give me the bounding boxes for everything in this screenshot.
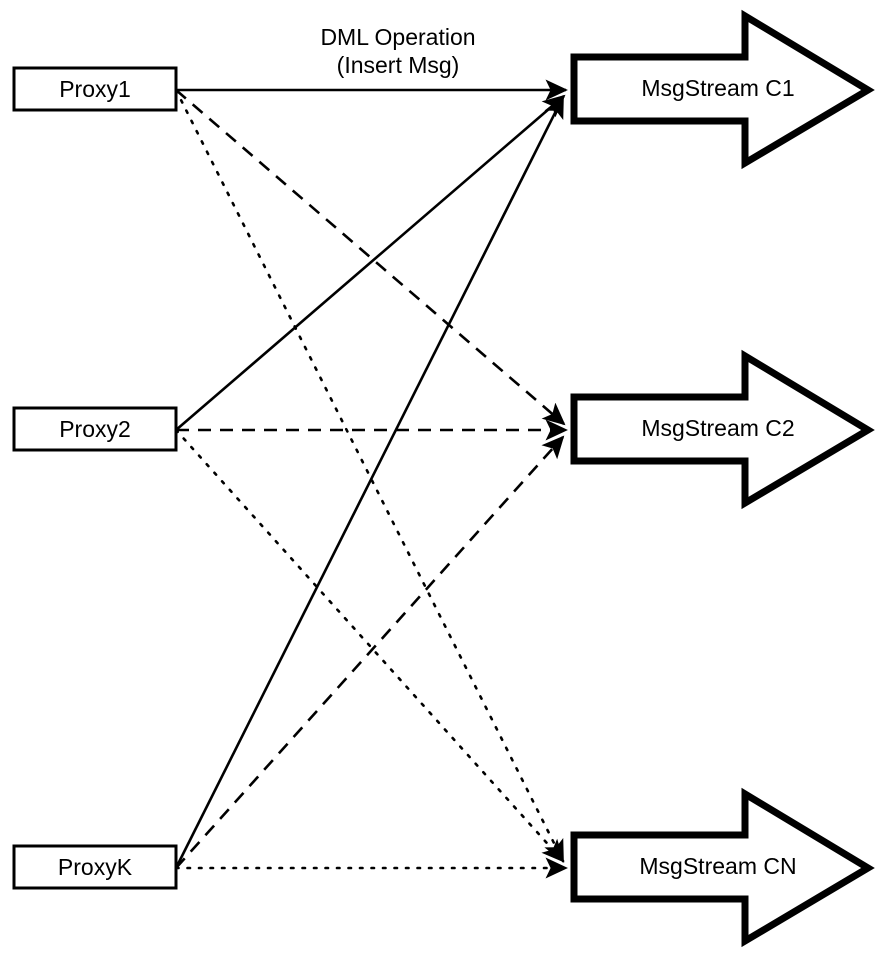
proxyk-box[interactable] (12, 844, 178, 890)
msgstream-cn-arrow-shape[interactable] (570, 787, 875, 948)
proxy1-label: Proxy1 (59, 76, 131, 102)
edge-label-line2: (Insert Msg) (337, 52, 460, 78)
node-proxyk[interactable]: ProxyK (12, 844, 178, 890)
connections-layer (174, 79, 568, 879)
proxy2-label: Proxy2 (59, 416, 131, 442)
node-msgstream-cn[interactable]: MsgStream CN (570, 787, 875, 948)
connection-proxy2-c1 (175, 94, 566, 431)
proxyk-label: ProxyK (58, 854, 133, 880)
proxy1-box[interactable] (12, 66, 178, 112)
msgstream-c2-label: MsgStream C2 (641, 415, 794, 441)
msgstream-c1-arrow-shape[interactable] (570, 9, 875, 170)
node-proxy2[interactable]: Proxy2 (12, 406, 178, 452)
msgstream-cn-label: MsgStream CN (639, 853, 796, 879)
node-msgstream-c2[interactable]: MsgStream C2 (570, 349, 875, 510)
connection-proxyk-c2 (175, 435, 565, 869)
edge-label-dml-operation: DML Operation (Insert Msg) (320, 24, 475, 78)
node-msgstream-c1[interactable]: MsgStream C1 (570, 9, 875, 170)
edge-label-line1: DML Operation (320, 24, 475, 50)
connection-proxy1-c2 (175, 89, 566, 426)
msgstream-c1-label: MsgStream C1 (641, 75, 794, 101)
connection-proxyk-c1 (174, 95, 565, 869)
connection-proxy1-cn (174, 88, 565, 863)
msgstream-c2-arrow-shape[interactable] (570, 349, 875, 510)
proxy2-box[interactable] (12, 406, 178, 452)
connection-proxy2-cn (174, 428, 565, 863)
node-proxy1[interactable]: Proxy1 (12, 66, 178, 112)
